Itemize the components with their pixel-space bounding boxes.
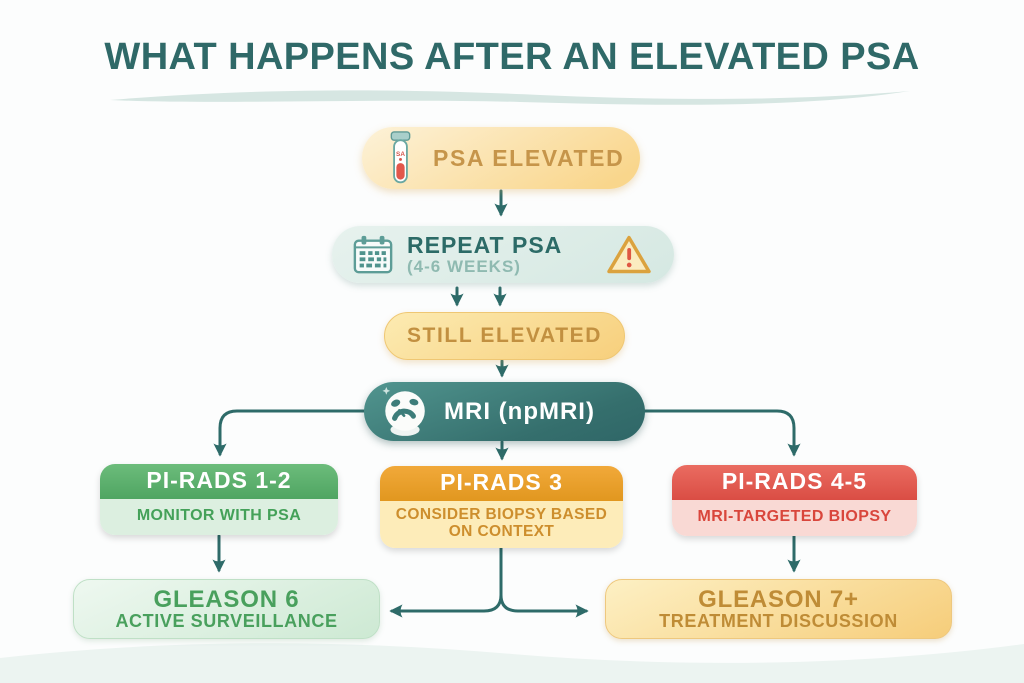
pirads-1-2-label: PI-RADS 1-2 <box>100 464 338 499</box>
still-elevated-label: STILL ELEVATED <box>406 324 603 347</box>
pirads-1-2-action: MONITOR WITH PSA <box>100 499 338 535</box>
title-underline-swoosh <box>110 90 910 105</box>
node-psa-elevated: SA PSA ELEVATED <box>362 127 640 189</box>
node-still-elevated: STILL ELEVATED <box>384 312 625 360</box>
repeat-psa-label: REPEAT PSA <box>407 232 563 259</box>
pirads-3-label: PI-RADS 3 <box>380 466 623 501</box>
psa-elevated-label: PSA ELEVATED <box>433 144 625 171</box>
page-title: WHAT HAPPENS AFTER AN ELEVATED PSA <box>104 36 920 78</box>
test-tube-icon: SA <box>390 130 411 183</box>
node-gleason-7-plus: GLEASON 7+ TREATMENT DISCUSSION <box>605 579 952 639</box>
calendar-icon <box>353 235 393 273</box>
node-pirads-1-2: PI-RADS 1-2 MONITOR WITH PSA <box>100 464 338 535</box>
mri-scanner-icon <box>382 386 425 436</box>
warning-triangle-icon <box>607 235 651 273</box>
gleason-6-label: GLEASON 6 <box>153 585 300 613</box>
svg-text:SA: SA <box>396 150 405 157</box>
repeat-psa-interval: (4-6 WEEKS) <box>407 256 521 276</box>
gleason-7-plus-action: TREATMENT DISCUSSION <box>659 611 898 632</box>
pirads-4-5-action: MRI-TARGETED BIOPSY <box>672 500 917 536</box>
node-mri: MRI (npMRI) <box>364 382 645 441</box>
repeat-psa-text: REPEAT PSA (4-6 WEEKS) <box>407 232 563 276</box>
node-repeat-psa: REPEAT PSA (4-6 WEEKS) <box>332 226 674 283</box>
node-gleason-6: GLEASON 6 ACTIVE SURVEILLANCE <box>73 579 380 639</box>
gleason-6-action: ACTIVE SURVEILLANCE <box>115 611 338 632</box>
bottom-wave <box>0 643 1024 683</box>
pirads-4-5-label: PI-RADS 4-5 <box>672 465 917 500</box>
node-pirads-4-5: PI-RADS 4-5 MRI-TARGETED BIOPSY <box>672 465 917 536</box>
node-pirads-3: PI-RADS 3 CONSIDER BIOPSY BASED ON CONTE… <box>380 466 623 548</box>
gleason-7-plus-label: GLEASON 7+ <box>698 585 859 613</box>
pirads-3-action: CONSIDER BIOPSY BASED ON CONTEXT <box>380 501 623 548</box>
mri-label: MRI (npMRI) <box>444 397 595 425</box>
